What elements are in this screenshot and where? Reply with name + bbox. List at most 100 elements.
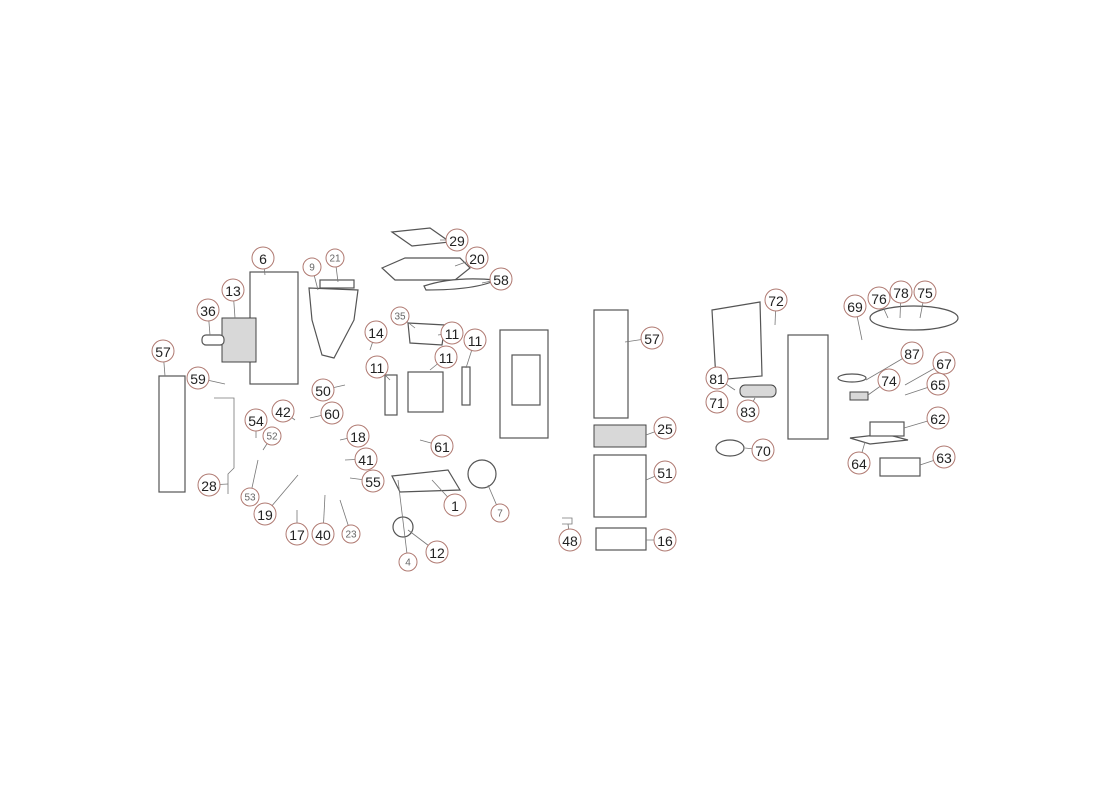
callout-21: 21 <box>325 248 345 283</box>
callout-circle <box>932 445 956 469</box>
part-12-detail <box>392 516 414 538</box>
callout-number: 20 <box>469 251 485 267</box>
part-48-handle <box>562 517 573 525</box>
callout-circle <box>365 355 389 379</box>
callout-number: 65 <box>930 377 946 393</box>
part-62-box <box>869 421 905 437</box>
callout-number: 4 <box>405 558 411 569</box>
callout-number: 83 <box>740 404 756 420</box>
part-35-bracket <box>407 322 446 346</box>
callout-number: 54 <box>248 413 264 429</box>
callout-number: 17 <box>289 527 305 543</box>
callout-72: 72 <box>764 288 788 326</box>
callout-circle <box>900 341 924 365</box>
callout-35: 35 <box>390 306 416 329</box>
callout-number: 19 <box>257 507 273 523</box>
callout-71: 71 <box>705 390 729 414</box>
callout-11: 11 <box>365 355 391 381</box>
callout-57: 57 <box>624 326 664 350</box>
callout-6: 6 <box>251 246 275 276</box>
callout-circle <box>751 438 775 462</box>
callout-circle <box>346 424 370 448</box>
callout-57: 57 <box>151 339 175 377</box>
callout-number: 21 <box>329 254 341 265</box>
callout-number: 57 <box>155 344 171 360</box>
callout-number: 69 <box>847 299 863 315</box>
callout-61: 61 <box>419 434 454 458</box>
callout-number: 35 <box>394 312 406 323</box>
parts-drawing <box>158 227 959 551</box>
part-13-plate <box>221 317 257 363</box>
callout-circle <box>847 451 871 475</box>
callout-42: 42 <box>271 399 296 423</box>
callout-number: 12 <box>429 545 445 561</box>
callout-circle <box>311 522 335 546</box>
callout-circle <box>361 469 385 493</box>
callout-circle <box>445 228 469 252</box>
callout-number: 40 <box>315 527 331 543</box>
callout-number: 52 <box>266 432 278 443</box>
part-door <box>593 454 647 518</box>
callout-58: 58 <box>481 267 513 291</box>
callout-20: 20 <box>454 246 489 270</box>
callout-circle <box>705 366 729 390</box>
callout-number: 53 <box>244 493 256 504</box>
callout-69: 69 <box>843 294 867 341</box>
part-36-pipe <box>201 334 225 346</box>
callout-36: 36 <box>196 298 220 336</box>
callout-circle <box>913 280 937 304</box>
callout-53: 53 <box>240 459 260 507</box>
callout-number: 55 <box>365 474 381 490</box>
callout-circle <box>430 434 454 458</box>
callout-52: 52 <box>262 426 282 451</box>
callout-62: 62 <box>903 406 950 430</box>
callout-51: 51 <box>645 460 677 484</box>
part-28-rod <box>214 397 235 494</box>
callout-11: 11 <box>437 321 464 345</box>
callout-circle <box>262 426 282 446</box>
callout-circle <box>926 406 950 430</box>
callout-circle <box>240 487 260 507</box>
callout-55: 55 <box>349 469 385 493</box>
callout-number: 14 <box>368 325 384 341</box>
callout-circle <box>653 460 677 484</box>
callout-circle <box>390 306 410 326</box>
part-63-box <box>879 457 921 477</box>
callout-circle <box>877 368 901 392</box>
callout-number: 16 <box>657 533 673 549</box>
callout-number: 7 <box>497 509 503 520</box>
callout-25: 25 <box>645 416 677 440</box>
callout-circle <box>926 372 950 396</box>
callout-number: 13 <box>225 283 241 299</box>
callout-circle <box>341 524 361 544</box>
callout-67: 67 <box>904 351 956 386</box>
part-21-bracket <box>319 279 355 289</box>
callout-number: 48 <box>562 533 578 549</box>
callout-11: 11 <box>429 345 458 371</box>
callout-23: 23 <box>339 499 361 544</box>
part-top-frame <box>380 257 471 281</box>
callout-number: 51 <box>657 465 673 481</box>
part-7-detail <box>467 459 497 489</box>
callout-circle <box>489 267 513 291</box>
callout-48: 48 <box>558 523 582 552</box>
callout-number: 74 <box>881 373 897 389</box>
callout-circle <box>653 528 677 552</box>
callout-number: 23 <box>345 530 357 541</box>
callout-41: 41 <box>344 447 378 471</box>
callout-number: 64 <box>851 456 867 472</box>
callout-60: 60 <box>309 401 344 425</box>
callout-74: 74 <box>867 368 901 396</box>
callout-circle <box>640 326 664 350</box>
callout-number: 42 <box>275 404 291 420</box>
part-rear-cover <box>711 301 763 381</box>
callout-circle <box>197 473 221 497</box>
callout-circle <box>843 294 867 318</box>
part-74-cup <box>849 391 869 401</box>
callout-number: 71 <box>709 395 725 411</box>
leader-line <box>397 479 409 563</box>
part-front-panel <box>593 309 629 419</box>
callout-circle <box>320 401 344 425</box>
callout-circle <box>325 248 345 268</box>
